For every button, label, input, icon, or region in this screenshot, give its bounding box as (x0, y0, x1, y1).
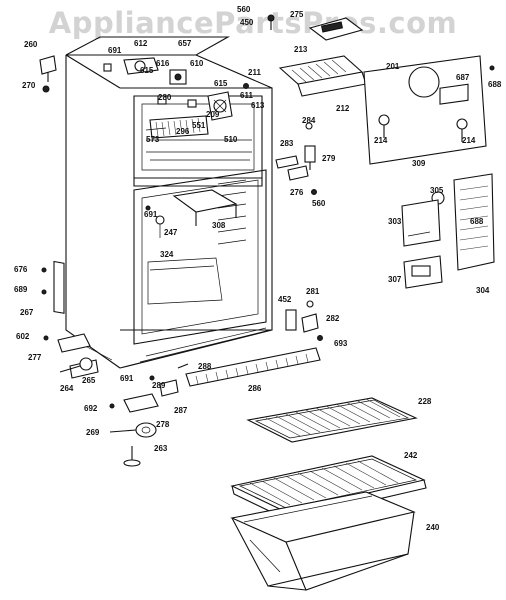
leveling-parts (109, 393, 159, 467)
dairy-compartment (401, 173, 495, 289)
callout-610: 610 (190, 59, 204, 68)
callout-560a: 560 (237, 5, 251, 14)
callout-286: 286 (248, 384, 262, 393)
callout-280: 280 (158, 93, 172, 102)
callout-452: 452 (278, 295, 292, 304)
callout-278: 278 (156, 420, 170, 429)
callout-657: 657 (178, 39, 192, 48)
callout-214a: 214 (374, 136, 388, 145)
callout-283: 283 (280, 139, 294, 148)
callout-551: 551 (192, 121, 206, 130)
callout-692: 692 (84, 404, 98, 413)
callout-612: 612 (134, 39, 148, 48)
callout-267: 267 (20, 308, 34, 317)
callout-307: 307 (388, 275, 402, 284)
callout-573: 573 (146, 135, 160, 144)
callout-281: 281 (306, 287, 320, 296)
damper-parts (275, 122, 317, 195)
callout-284: 284 (302, 116, 316, 125)
callout-279: 279 (322, 154, 336, 163)
callout-277: 277 (28, 353, 42, 362)
hinge-hardware (41, 267, 323, 379)
callout-212: 212 (336, 104, 350, 113)
callout-296: 296 (176, 127, 190, 136)
callout-288: 288 (198, 362, 212, 371)
callout-270: 270 (22, 81, 36, 90)
callout-688b: 688 (470, 217, 484, 226)
callout-289: 289 (152, 381, 166, 390)
callout-676: 676 (14, 265, 28, 274)
callout-687: 687 (456, 73, 470, 82)
callout-304: 304 (476, 286, 490, 295)
callout-209: 209 (206, 110, 220, 119)
callout-264: 264 (60, 384, 74, 393)
callout-693: 693 (334, 339, 348, 348)
callout-615a: 615 (140, 66, 154, 75)
callout-309: 309 (412, 159, 426, 168)
callout-560b: 560 (312, 199, 326, 208)
callout-211: 211 (248, 68, 261, 77)
cabinet (53, 36, 273, 369)
callout-450: 450 (240, 18, 254, 27)
callout-510: 510 (224, 135, 238, 144)
freezer-components (39, 55, 249, 139)
callout-303: 303 (388, 217, 402, 226)
callout-602: 602 (16, 332, 30, 341)
callout-613: 613 (251, 101, 265, 110)
callout-691a: 691 (108, 46, 122, 55)
callout-611: 611 (240, 91, 253, 100)
callout-260: 260 (24, 40, 38, 49)
callout-275: 275 (290, 10, 304, 19)
wire-shelf (246, 397, 418, 443)
callout-242: 242 (404, 451, 418, 460)
callout-213: 213 (294, 45, 308, 54)
callout-265: 265 (82, 376, 96, 385)
callout-616: 616 (156, 59, 170, 68)
callout-201: 201 (386, 62, 400, 71)
crisper-drawer (230, 491, 416, 591)
callout-689: 689 (14, 285, 28, 294)
callout-269: 269 (86, 428, 100, 437)
top-duct-parts (267, 14, 367, 97)
callout-228: 228 (418, 397, 432, 406)
callout-688a: 688 (488, 80, 502, 89)
callout-247: 247 (164, 228, 178, 237)
callout-305: 305 (430, 186, 444, 195)
callout-691c: 691 (120, 374, 134, 383)
callout-287: 287 (174, 406, 188, 415)
callout-282: 282 (326, 314, 340, 323)
callout-240: 240 (426, 523, 440, 532)
callout-214b: 214 (462, 136, 476, 145)
callout-324: 324 (160, 250, 174, 259)
callout-263: 263 (154, 444, 168, 453)
callout-615b: 615 (214, 79, 228, 88)
freezer-shelf (145, 189, 238, 238)
base-grille (149, 347, 321, 397)
control-panel-cover (363, 55, 495, 165)
callout-276: 276 (290, 188, 304, 197)
callout-308: 308 (212, 221, 226, 230)
callout-691b: 691 (144, 210, 158, 219)
